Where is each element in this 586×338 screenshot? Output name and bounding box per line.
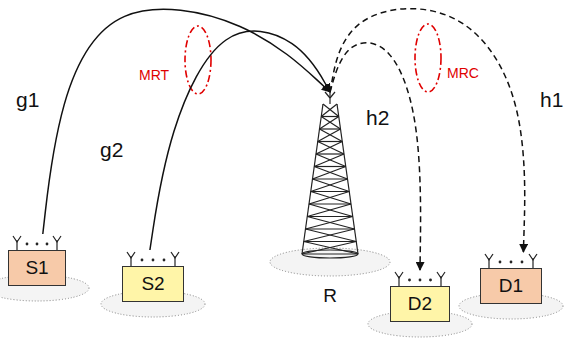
tower-strut [307,216,353,217]
beamforming-label: MRC [446,66,480,81]
antenna-dots [152,259,154,261]
channel-label: g2 [98,138,125,161]
downlink-arc [330,43,421,270]
uplink-arc [43,9,330,234]
downlink-arc [330,9,525,252]
tower-strut [330,92,335,98]
tower-strut [318,142,344,155]
relay-tower [302,92,358,258]
antenna-arrays [13,236,537,286]
tower-strut [306,217,353,230]
antenna [395,272,403,278]
tower-strut [309,192,349,205]
tower-strut [323,104,339,117]
tower-strut [304,229,355,242]
destination-box: D1 [480,268,542,304]
ground-ellipses [0,248,563,337]
ground-ellipse [270,248,390,276]
channel-label: h2 [364,106,391,129]
antenna [529,254,537,260]
tower-strut [311,191,350,192]
antenna-dots [510,261,512,263]
beamforming-label: MRT [138,68,170,83]
antenna-dots [26,243,28,245]
tower-strut [306,228,355,229]
antenna-dots [409,279,411,281]
tower-strut [325,92,330,98]
destination-box: D2 [390,286,450,322]
antenna [13,236,21,242]
mrc-ellipse [415,24,441,92]
antenna-dots [521,261,523,263]
tower-strut [320,117,339,130]
antenna [485,254,493,260]
tower-strut [302,242,356,255]
antenna-dots [36,243,38,245]
source-box: S1 [8,250,66,286]
node-label: D2 [408,294,432,315]
tower-strut [320,128,341,129]
antenna [53,236,61,242]
tower-strut [311,179,348,192]
tower-strut [320,129,343,142]
tower-strut [307,204,351,217]
tower-strut [309,203,351,204]
tower-strut [316,142,342,155]
tower-strut [313,167,346,180]
channel-label: h1 [538,88,565,111]
tower-base [302,250,358,258]
relay-node: R [290,92,370,307]
antenna-dots [46,243,48,245]
node-label: R [323,286,337,307]
tower-strut [314,154,344,167]
tower-strut [314,166,346,167]
antenna-dots [430,279,432,281]
node-label: S1 [25,258,48,279]
antenna-dots [499,261,501,263]
node-label: S2 [141,274,164,295]
antenna [127,252,135,258]
antenna-dots [419,279,421,281]
antenna-dots [163,259,165,261]
tower-strut [314,167,347,180]
antenna-dots [141,259,143,261]
tower-strut [316,154,346,167]
tower-strut [313,178,348,179]
tower-strut [304,241,357,242]
tower-strut [316,153,344,154]
antenna [437,272,445,278]
tower-strut [321,104,337,117]
tower-strut [302,253,358,254]
tower-strut [321,116,339,117]
tower-strut [318,141,343,142]
uplink-arc [150,31,330,250]
antenna [171,252,179,258]
source-box: S2 [122,266,184,302]
tower-strut [321,117,340,130]
tower-strut [318,129,341,142]
node-label: D1 [499,276,523,297]
channel-label: g1 [14,88,41,111]
